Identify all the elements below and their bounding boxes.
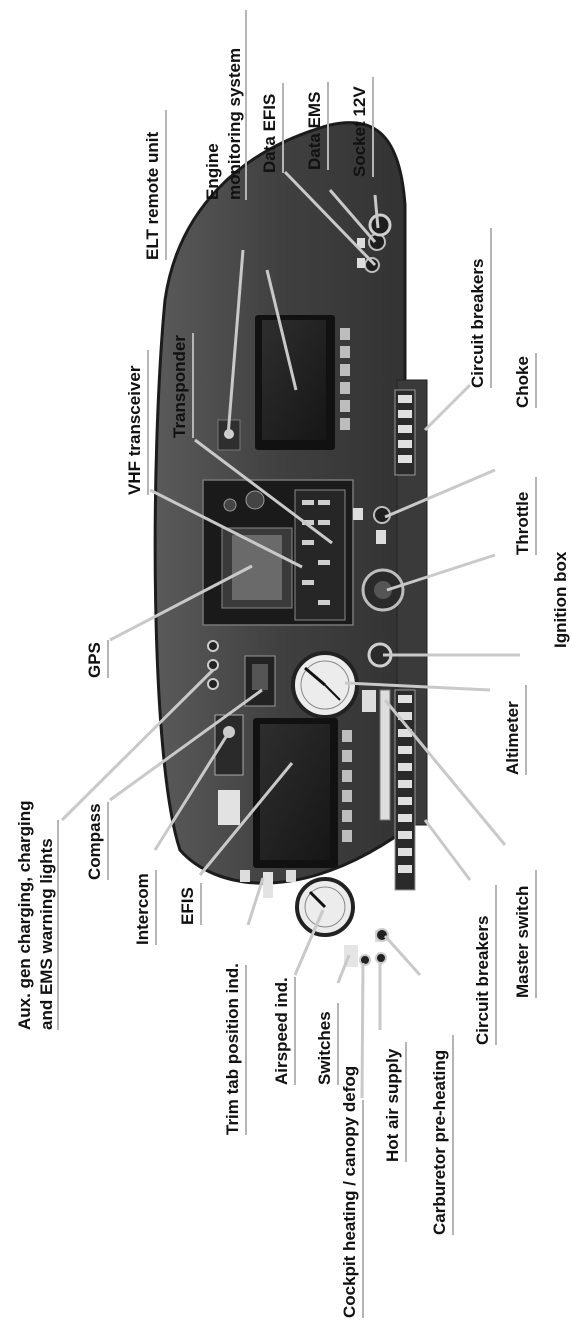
circuit-breakers-bottom-row	[362, 689, 416, 891]
label-airspeed: Airspeed ind.	[272, 977, 296, 1085]
svg-text:Socket 12V: Socket 12V	[350, 86, 369, 177]
label-choke: Choke	[513, 353, 537, 408]
svg-text:Switches: Switches	[315, 1011, 334, 1085]
label-circuit-breakers-top: Circuit breakers	[468, 228, 492, 388]
label-ems: Engine monitoring system	[203, 10, 247, 200]
label-vhf: VHF transceiver	[125, 350, 149, 495]
label-throttle: Throttle	[513, 477, 537, 555]
svg-text:Engine: Engine	[203, 143, 222, 200]
label-aux-warning-lights: Aux. gen charging, charging and EMS warn…	[15, 800, 59, 1030]
svg-text:Hot air supply: Hot air supply	[383, 1048, 402, 1162]
svg-text:Data EFIS: Data EFIS	[260, 94, 279, 173]
airspeed-gauge	[295, 877, 355, 937]
svg-text:Transponder: Transponder	[170, 335, 189, 438]
label-trim-tab: Trim tab position ind.	[223, 963, 247, 1135]
svg-text:Trim tab position ind.: Trim tab position ind.	[223, 963, 242, 1135]
panel-photo	[153, 121, 428, 967]
leader-lines	[60, 170, 520, 1099]
svg-text:Compass: Compass	[85, 803, 104, 880]
circuit-breakers-top-row	[394, 389, 416, 476]
svg-text:Circuit breakers: Circuit breakers	[468, 259, 487, 388]
label-elt: ELT remote unit	[143, 110, 167, 260]
svg-text:GPS: GPS	[85, 642, 104, 678]
label-data-efis: Data EFIS	[260, 83, 284, 173]
label-circuit-breakers-bottom: Circuit breakers	[473, 885, 497, 1045]
label-switches: Switches	[315, 1003, 339, 1085]
svg-text:Circuit breakers: Circuit breakers	[473, 916, 492, 1045]
svg-text:Cockpit heating / canopy defog: Cockpit heating / canopy defog	[340, 1066, 359, 1318]
label-hot-air-supply: Hot air supply	[383, 1042, 407, 1162]
label-ignition-box: Ignition box	[551, 551, 570, 648]
altimeter-gauge	[291, 651, 359, 719]
trim-tab-indicator	[240, 870, 296, 898]
aux-warning-lights	[207, 640, 219, 690]
svg-text:Data EMS: Data EMS	[305, 92, 324, 170]
svg-text:Altimeter: Altimeter	[503, 701, 522, 775]
svg-text:Ignition box: Ignition box	[551, 551, 570, 648]
label-gps: GPS	[85, 640, 109, 678]
svg-text:Carburetor pre-heating: Carburetor pre-heating	[430, 1050, 449, 1235]
label-intercom: Intercom	[133, 870, 157, 945]
label-compass: Compass	[85, 802, 109, 880]
svg-text:Throttle: Throttle	[513, 492, 532, 555]
svg-text:ELT remote unit: ELT remote unit	[143, 132, 162, 260]
svg-text:Choke: Choke	[513, 356, 532, 408]
svg-text:EFIS: EFIS	[178, 887, 197, 925]
svg-text:Master switch: Master switch	[513, 886, 532, 998]
label-socket: Socket 12V	[350, 77, 374, 177]
label-efis: EFIS	[178, 883, 202, 925]
label-data-ems: Data EMS	[305, 82, 329, 170]
svg-text:VHF transceiver: VHF transceiver	[125, 365, 144, 495]
compass-unit	[244, 655, 276, 707]
heating-controls	[344, 928, 389, 967]
labels: Aux. gen charging, charging and EMS warn…	[15, 10, 570, 1318]
svg-text:Airspeed ind.: Airspeed ind.	[272, 977, 291, 1085]
label-master-switch: Master switch	[513, 870, 537, 998]
intercom-unit	[214, 714, 244, 825]
svg-text:Intercom: Intercom	[133, 873, 152, 945]
label-aux-line1: Aux. gen charging, charging	[15, 800, 34, 1030]
efis-screen	[253, 718, 352, 868]
label-altimeter: Altimeter	[503, 685, 527, 775]
label-transponder: Transponder	[170, 333, 194, 438]
svg-text:monitoring system: monitoring system	[225, 48, 244, 200]
label-carb-preheat: Carburetor pre-heating	[430, 1035, 454, 1235]
label-aux-line2: and EMS warning lights	[37, 838, 56, 1030]
label-cockpit-heating: Cockpit heating / canopy defog	[340, 1066, 364, 1318]
engine-controls	[353, 506, 405, 668]
